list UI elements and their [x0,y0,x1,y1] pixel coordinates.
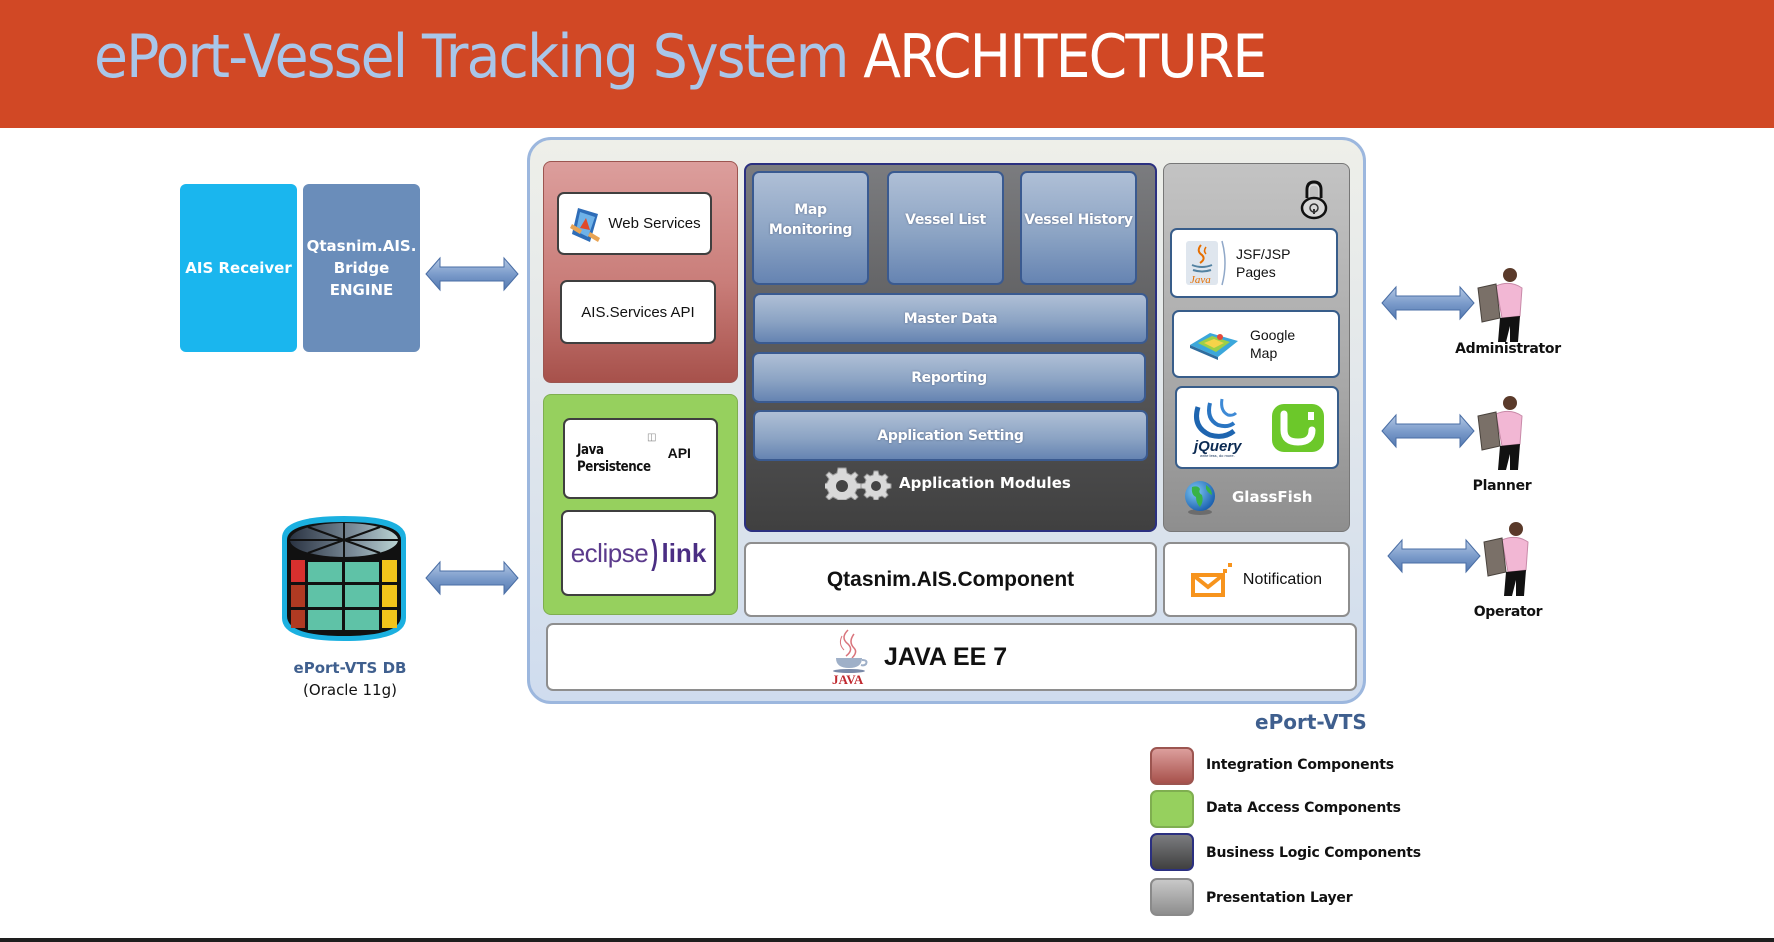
application-modules-label: Application Modules [899,474,1071,492]
ais-services-api-label: AIS.Services API [581,303,695,321]
google-map-label-line: Map [1250,345,1278,361]
ais-receiver-box: AIS Receiver [180,184,297,352]
legend-swatch-integration [1150,747,1194,785]
java-logo-icon: Java [1186,240,1226,286]
qtasnim-ais-component-card: Qtasnim.AIS.Component [744,542,1157,617]
ais-component-label: Qtasnim.AIS.Component [826,567,1075,591]
notification-label: Notification [1242,570,1323,588]
bridge-engine-line: Bridge [333,259,390,277]
jpa-logo-line: Persistence [577,458,651,475]
eclipselink-logo-right: link [661,537,707,568]
database-engine: (Oracle 11g) [303,681,397,699]
java-persistence-api-card: Java Persistence ◫ API [563,418,718,499]
jpa-cup-icon: ◫ [647,432,657,443]
gears-icon [825,467,892,500]
jquery-logo-text: jQuery [1192,438,1242,455]
database-name: ePort-VTS DB [293,659,407,677]
legend-label-business-logic: Business Logic Components [1206,845,1421,861]
eclipselink-card: eclipse)link [561,510,716,596]
jsf-jsp-pages-card: Java JSF/JSP Pages [1170,228,1338,298]
jsf-jsp-label: JSF/JSP Pages [1236,245,1290,281]
bridge-engine-box: Qtasnim.AIS. Bridge ENGINE [303,184,420,352]
module-application-setting: Application Setting [753,410,1148,461]
glassfish-server: GlassFish [1182,479,1312,515]
bidirectional-arrow-ais [425,256,519,292]
glassfish-label: GlassFish [1232,488,1313,506]
module-master-data: Master Data [753,293,1148,344]
user-planner-icon [1477,396,1523,470]
module-vessel-history: Vessel History [1020,171,1137,285]
primefaces-logo-icon [1272,403,1324,452]
user-operator-icon [1483,522,1529,596]
ais-receiver-label: AIS Receiver [185,259,292,277]
bidirectional-arrow-db [425,560,519,596]
header-bar [0,0,1774,128]
google-map-label: Google Map [1250,326,1295,362]
module-label: Vessel History [1024,212,1133,228]
module-label: Reporting [911,369,987,386]
globe-icon [1185,481,1215,515]
legend-swatch-business-logic [1150,833,1194,871]
module-label: Application Setting [877,427,1024,444]
notification-card: Notification [1163,542,1350,617]
legend-label-presentation: Presentation Layer [1206,890,1353,906]
jquery-logo-icon: jQuery write less, do more. [1192,398,1242,458]
web-services-label: Web Services [608,215,701,232]
user-administrator-label: Administrator [1455,341,1561,357]
web-services-icon [570,207,601,242]
module-reporting: Reporting [752,352,1146,403]
legend-title: ePort-VTS [1255,710,1367,734]
user-administrator-icon [1477,268,1523,342]
page-title: ePort-Vessel Tracking System ARCHITECTUR… [94,22,1267,92]
jsf-label-line: Pages [1236,264,1276,280]
legend-swatch-presentation [1150,878,1194,916]
java-ee-platform-card: JAVA JAVA EE 7 [546,623,1357,691]
bidirectional-arrow-administrator [1381,285,1475,321]
database-icon [282,516,406,641]
module-label: Master Data [903,310,998,327]
jpa-api-label: API [667,444,691,461]
google-map-icon [1190,333,1238,360]
bridge-engine-line: ENGINE [329,281,394,299]
title-main: ePort-Vessel Tracking System [94,22,849,92]
application-modules-caption: Application Modules [825,465,1071,501]
java-cup-icon: JAVA [832,629,868,686]
module-label: Vessel List [905,212,986,228]
eclipselink-logo-left: eclipse [570,537,649,568]
google-map-card: Google Map [1172,310,1340,378]
title-accent: ARCHITECTURE [863,22,1267,92]
bidirectional-arrow-operator [1387,538,1481,574]
module-label-line: Monitoring [768,222,853,238]
legend-swatch-data-access [1150,790,1194,828]
database-label: ePort-VTS DB (Oracle 11g) [270,657,430,701]
ui-frameworks-card: jQuery write less, do more. [1175,386,1339,469]
java-logo-text: Java [1190,274,1211,286]
module-map-monitoring: Map Monitoring [752,171,869,285]
module-vessel-list: Vessel List [887,171,1004,285]
java-ee-label: JAVA EE 7 [884,642,1008,671]
svg-text:write less, do more.: write less, do more. [1200,453,1235,458]
lock-icon [1300,180,1328,220]
google-map-label-line: Google [1250,327,1296,343]
user-planner-label: Planner [1472,478,1532,494]
java-cup-text: JAVA [832,672,864,686]
footer-divider [0,938,1774,942]
jsf-label-line: JSF/JSP [1236,246,1291,262]
web-services-card: Web Services [557,192,712,255]
jpa-logo-line: Java [577,441,604,458]
notification-mail-icon [1190,562,1232,597]
eclipselink-crescent-icon: ) [651,533,659,572]
ais-services-api-card: AIS.Services API [560,280,716,344]
user-operator-label: Operator [1473,604,1543,620]
java-persistence-logo: Java Persistence [577,442,651,476]
bridge-engine-line: Qtasnim.AIS. [306,237,417,255]
module-label-line: Map [794,202,827,218]
legend-label-data-access: Data Access Components [1206,800,1401,816]
legend-label-integration: Integration Components [1206,757,1394,773]
bidirectional-arrow-planner [1381,413,1475,449]
